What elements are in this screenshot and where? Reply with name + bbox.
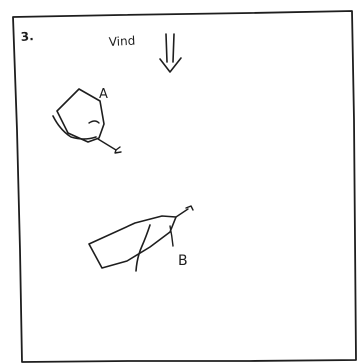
boat-a-label: A [99,87,108,102]
figure-number: 3. [20,29,34,44]
boat-b-label: B [178,253,188,269]
wind-label: Vind [108,34,135,49]
